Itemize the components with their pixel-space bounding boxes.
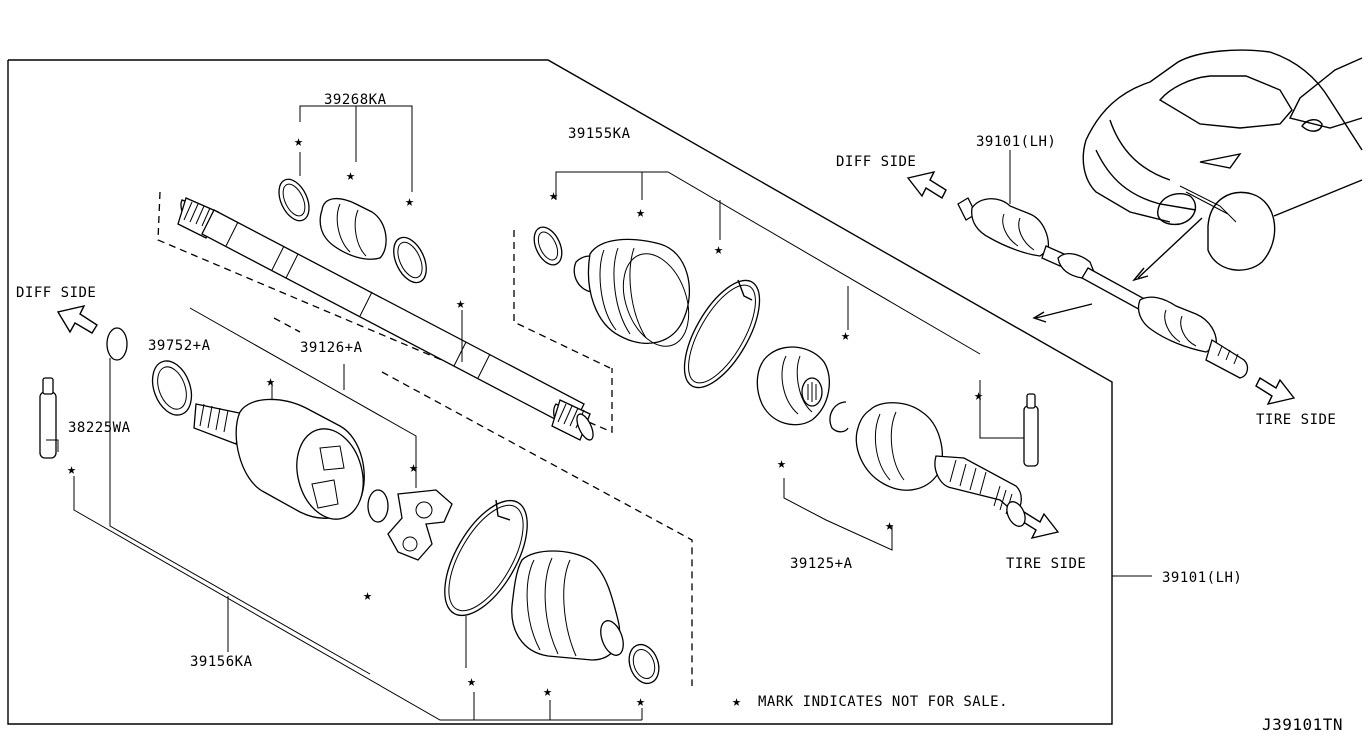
star-marker: ★ [405,192,415,210]
label-diff-side-top: DIFF SIDE [836,154,916,170]
grease-tube-left [39,377,57,459]
inner-boot-kit-group [278,105,427,284]
arrow-tire-side-right [1255,376,1296,406]
label-39156KA: 39156KA [190,654,253,670]
arrow-diff-side-top [906,170,947,200]
label-diff-side-left: DIFF SIDE [16,285,96,301]
not-for-sale-markers: ★ ★ ★ ★ ★ ★ ★ ★ ★ ★ ★ ★ ★ ★ ★ ★ ★ ★ ★ [67,132,984,710]
star-marker: ★ [777,454,787,472]
label-39155KA: 39155KA [568,126,631,142]
label-39125-a: 39125+A [790,556,853,572]
diagram-frame [7,59,1113,725]
star-marker: ★ [885,516,895,534]
label-tire-side-right: TIRE SIDE [1256,412,1336,428]
inner-joint-group [46,307,693,721]
not-for-sale-note: MARK INDICATES NOT FOR SALE. [758,694,1008,710]
star-marker: ★ [409,458,419,476]
star-marker: ★ [456,294,466,312]
star-marker: ★ [363,586,373,604]
shaft-assembly-overview [957,197,1249,379]
label-39268KA: 39268KA [324,92,387,108]
outer-joint-group [756,346,1026,551]
center-shaft [157,191,613,441]
star-marker: ★ [714,240,724,258]
label-39101-lh-top: 39101(LH) [976,134,1056,150]
star-marker: ★ [346,166,356,184]
star-marker: ★ [636,203,646,221]
star-marker: ★ [549,186,559,204]
star-marker: ★ [636,692,646,710]
star-marker: ★ [67,460,77,478]
diagram-code: J39101TN [1262,715,1343,734]
star-marker: ★ [974,386,984,404]
label-tire-side-bottom: TIRE SIDE [1006,556,1086,572]
outer-boot-kit-group [513,171,1024,439]
arrow-diff-side-left [56,304,98,334]
star-marker: ★ [294,132,304,150]
note-star: ★ [732,692,742,710]
label-39126-a: 39126+A [300,340,363,356]
label-39752-a: 39752+A [148,338,211,354]
star-marker: ★ [543,682,553,700]
label-38225WA: 38225WA [68,420,131,436]
star-marker: ★ [841,326,851,344]
arrow-tire-side-bottom [1019,510,1060,540]
star-marker: ★ [266,372,276,390]
vehicle-outline [1082,49,1363,282]
grease-tube-right [1023,393,1039,467]
label-39101-lh-side: 39101(LH) [1162,570,1242,586]
star-marker: ★ [467,672,477,690]
